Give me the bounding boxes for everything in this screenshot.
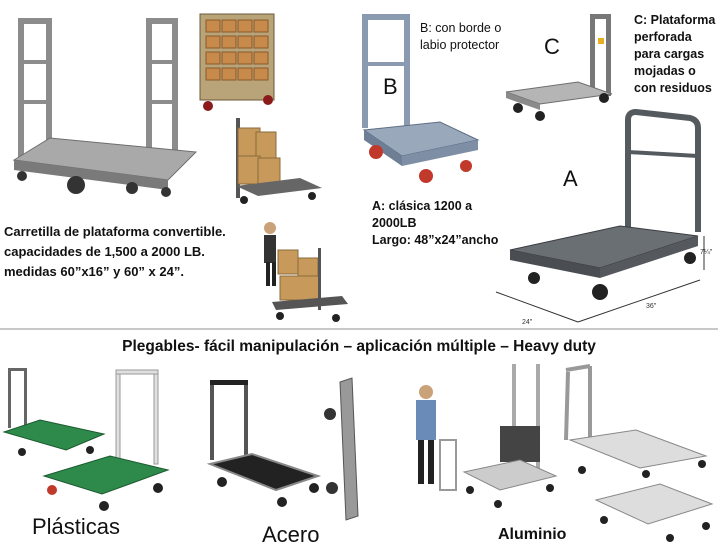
section-divider [0,328,718,330]
caption-line: con residuos [634,81,712,95]
cart-c-letter: C [544,34,560,59]
cart-c-illustration [505,14,613,121]
shelf-cart-illustration [199,13,275,111]
caption-line: B: con borde o [420,21,502,35]
caption-line: labio protector [420,38,500,52]
cart-a-caption: A: clásica 1200 a 2000LB Largo: 48”x24”a… [372,198,512,249]
cart-b-caption: B: con borde o labio protector [420,20,540,54]
dim-width-label: 24" [522,319,533,326]
cart-a-letter: A [563,166,578,191]
plastic-carts-illustration [2,368,170,511]
person-with-cart-illustration [264,222,348,322]
folding-carts-headline: Plegables- fácil manipulación – aplicaci… [122,338,596,355]
dim-height-label: 7¼" [700,249,713,256]
steel-carts-illustration [206,377,359,521]
caption-line: capacidades de 1,500 a 2000 LB. [4,244,205,259]
caption-line: para cargas [634,47,705,61]
caption-line: mojadas o [634,64,696,78]
convertible-cart-illustration [12,18,198,197]
caption-line: 2000LB [372,216,417,230]
caption-line: C: Plataforma [634,13,716,27]
caption-line: perforada [634,30,692,44]
cart-a-illustration [495,108,705,323]
convertible-cart-caption: Carretilla de plataforma convertible. ca… [4,222,274,282]
dim-length-label: 36" [646,303,657,310]
cart-c-caption: C: Plataforma perforada para cargas moja… [634,12,718,97]
box-cart-illustration [236,118,322,204]
caption-line: Carretilla de plataforma convertible. [4,224,226,239]
aluminum-carts-illustration [416,364,714,542]
caption-line: A: clásica 1200 a [372,199,473,213]
caption-line: Largo: 48”x24”ancho [372,233,499,247]
steel-label: Acero [262,522,320,547]
plastic-label: Plásticas [32,514,121,539]
cart-b-illustration [362,14,480,183]
cart-b-letter: B [383,74,398,99]
aluminum-label: Aluminio [498,526,567,543]
caption-line: medidas 60”x16” y 60” x 24”. [4,264,184,279]
